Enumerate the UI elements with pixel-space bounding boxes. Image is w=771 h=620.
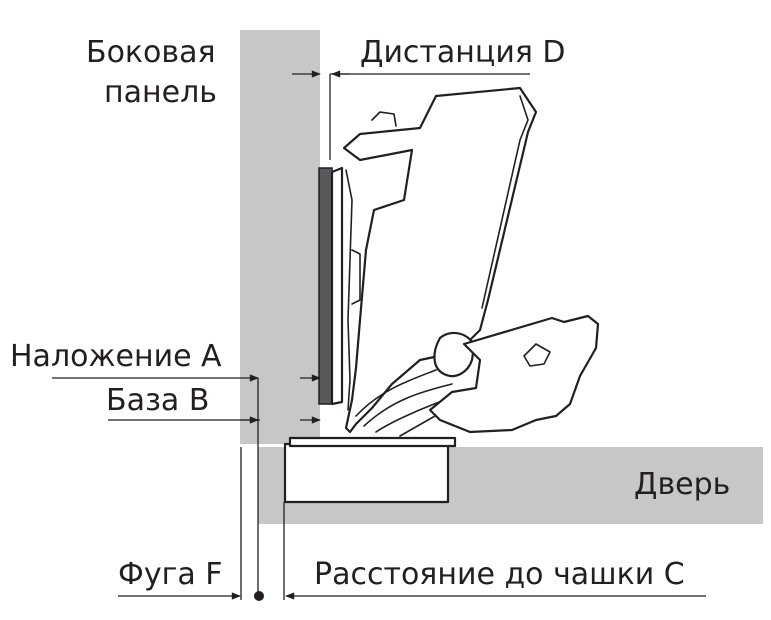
arm-body-curve [345,169,353,411]
arm-adjuster [351,249,361,305]
side-panel-label-line1: Боковая [86,35,216,70]
hinge-link-arcs [355,369,471,437]
gap-f-label: Фуга F [118,557,223,592]
arm-inner-edge [481,95,529,309]
cup-wing-hole [523,343,551,367]
arm-slot [371,111,397,127]
hinge-cup [283,442,450,504]
gap-f-dot [254,591,264,601]
distance-d-label: Дистанция D [360,35,566,70]
cup-rim [288,436,457,448]
side-panel-label-line2: панель [104,75,217,110]
plate-bracket [330,166,344,406]
hinge-arm [342,86,538,434]
mounting-plate [318,167,333,405]
overlay-a-label: Наложение A [10,339,222,374]
cup-distance-c-label: Расстояние до чашки C [314,557,685,592]
hinge-link [433,331,476,378]
base-b-label: База B [106,383,209,418]
side-panel [240,30,320,444]
cup-wing [428,314,600,434]
door-label: Дверь [634,467,730,502]
